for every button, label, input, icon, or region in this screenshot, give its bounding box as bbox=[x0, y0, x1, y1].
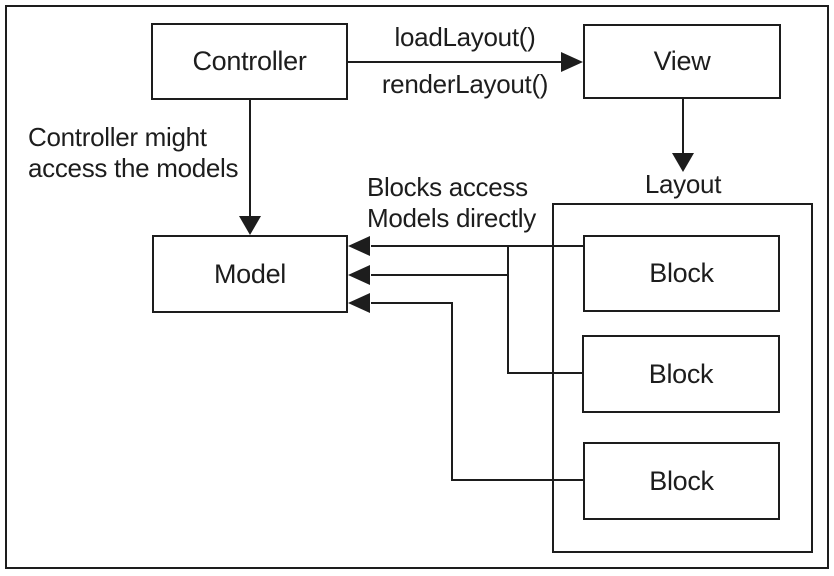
diagram-frame bbox=[5, 5, 829, 569]
annotation-blocks-models-line1: Blocks access bbox=[367, 172, 528, 202]
controller-node-label: Controller bbox=[192, 46, 307, 76]
model-node-label: Model bbox=[213, 258, 287, 289]
block-node-3: Block bbox=[583, 442, 780, 520]
controller-node: Controller bbox=[151, 23, 348, 100]
block-node-3-label: Block bbox=[649, 465, 714, 496]
annotation-controller-models-line2: access the models bbox=[28, 153, 239, 183]
annotation-blocks-models-line2: Models directly bbox=[367, 203, 536, 233]
view-node: View bbox=[583, 24, 781, 99]
block-node-1-label: Block bbox=[649, 258, 714, 288]
edge-label-loadlayout: loadLayout() bbox=[394, 22, 536, 52]
view-node-label: View bbox=[653, 46, 711, 76]
model-node: Model bbox=[152, 235, 348, 313]
layout-container-label: Layout bbox=[644, 169, 722, 199]
block-node-2-label: Block bbox=[648, 358, 714, 389]
annotation-controller-models-line1: Controller might bbox=[28, 122, 207, 152]
block-node-2: Block bbox=[582, 335, 780, 413]
block-node-1: Block bbox=[583, 235, 780, 312]
edge-label-renderlayout: renderLayout() bbox=[381, 69, 549, 99]
annotation-blocks-models: Blocks access Models directly bbox=[367, 172, 536, 234]
annotation-controller-models: Controller might access the models bbox=[28, 122, 239, 184]
